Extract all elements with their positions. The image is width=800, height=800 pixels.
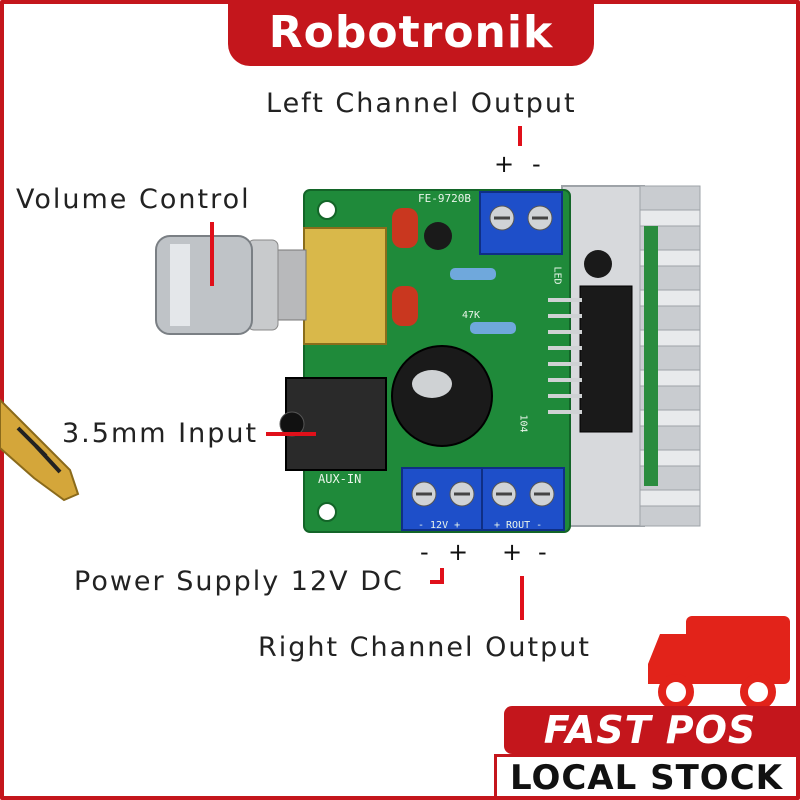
silkscreen-power-pins: - 12V +: [418, 520, 461, 531]
silkscreen-cap-code: 104: [517, 414, 529, 433]
label-left-output: Left Channel Output: [266, 88, 577, 119]
label-volume: Volume Control: [16, 184, 251, 215]
label-input: 3.5mm Input: [62, 418, 259, 449]
label-power: Power Supply 12V DC: [74, 566, 404, 597]
sign-right-minus: -: [538, 538, 547, 566]
silkscreen-model: FE-9720B: [418, 192, 471, 205]
film-capacitor: [392, 208, 418, 248]
heatsink: [561, 185, 701, 527]
sign-power-minus: -: [420, 538, 429, 566]
film-capacitor: [392, 286, 418, 326]
volume-knob: [155, 235, 253, 335]
silkscreen-led: LED: [551, 266, 563, 285]
resistor: [450, 268, 496, 280]
badge-fast-pos: FAST POS: [504, 706, 796, 754]
ic-pins: [548, 298, 582, 414]
amplifier-ic: [579, 285, 633, 433]
leader-input: [266, 432, 316, 436]
badge-local-stock: LOCAL STOCK: [494, 754, 796, 798]
silkscreen-resistor: 47K: [462, 310, 481, 321]
sign-left-plus: +: [494, 150, 515, 178]
right-output-terminal: [481, 467, 565, 531]
leader-power-vertical: [440, 568, 444, 584]
silkscreen-aux: AUX-IN: [318, 472, 362, 486]
aux-input-jack: [279, 377, 387, 471]
delivery-truck-icon: [648, 616, 790, 710]
left-output-terminal: [479, 191, 563, 255]
audio-jack-plug-icon: [0, 398, 80, 502]
volume-potentiometer: [247, 227, 387, 345]
leader-left-output: [518, 126, 522, 146]
label-right-output: Right Channel Output: [258, 632, 591, 663]
brand-logo: Robotronik: [228, 0, 594, 66]
leader-volume: [210, 222, 214, 286]
sign-power-plus: +: [448, 538, 469, 566]
sign-right-plus: +: [502, 538, 523, 566]
sign-left-minus: -: [532, 150, 541, 178]
small-capacitor: [584, 250, 612, 278]
power-terminal: [401, 467, 485, 531]
leader-power-horizontal: [430, 580, 444, 584]
small-capacitor: [424, 222, 452, 250]
silkscreen-right-pins: + ROUT -: [494, 520, 543, 531]
leader-right-output: [520, 576, 524, 620]
electrolytic-capacitor: [391, 345, 493, 447]
resistor: [470, 322, 516, 334]
